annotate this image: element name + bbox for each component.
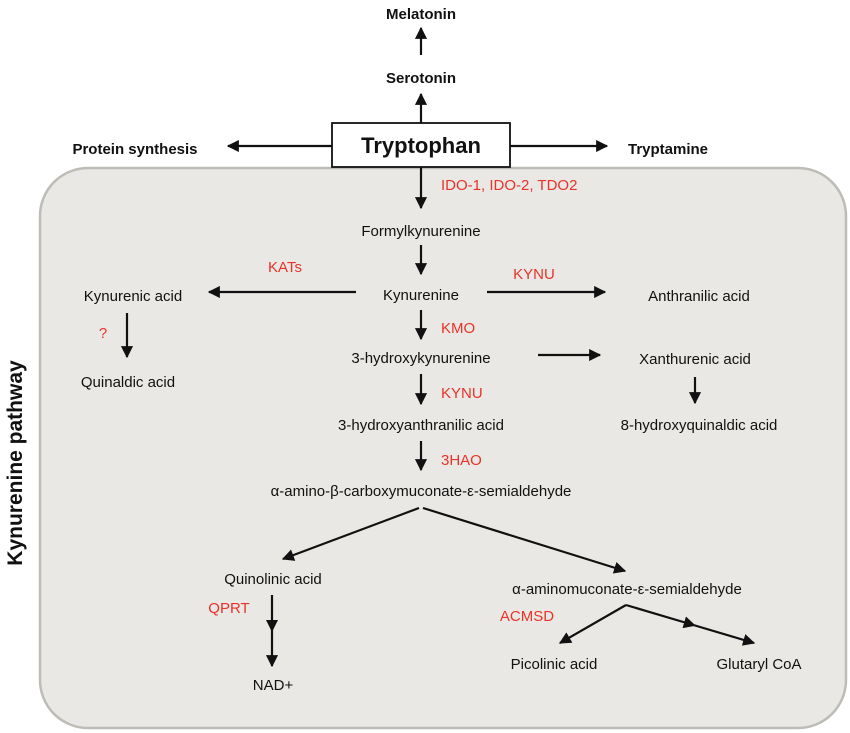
picolinic-acid-label: Picolinic acid <box>511 656 598 673</box>
qprt-enzyme-label: QPRT <box>208 600 249 617</box>
hydroxykynurenine-label: 3-hydroxykynurenine <box>351 350 490 367</box>
xanthurenic-acid-label: Xanthurenic acid <box>639 351 751 368</box>
kmo-enzyme-label: KMO <box>441 320 475 337</box>
anthranilic-acid-label: Anthranilic acid <box>648 288 750 305</box>
kynurenic-acid-label: Kynurenic acid <box>84 288 182 305</box>
3hao-enzyme-label: 3HAO <box>441 452 482 469</box>
formylkynurenine-label: Formylkynurenine <box>361 223 480 240</box>
glutaryl-coa-label: Glutaryl CoA <box>716 656 801 673</box>
ams-label: α-aminomuconate-ε-semialdehyde <box>512 581 742 598</box>
quinaldic-acid-label: Quinaldic acid <box>81 374 175 391</box>
kats-enzyme-label: KATs <box>268 259 302 276</box>
acmsd-enzyme-label: ACMSD <box>500 608 554 625</box>
arrow-acms-to-ams <box>422 506 627 574</box>
acms-label: α-amino-β-carboxymuconate-ε-semialdehyde <box>271 483 572 500</box>
tryptamine-label: Tryptamine <box>628 141 708 158</box>
kynurenine-pathway-panel <box>38 166 848 730</box>
kynurenine-label: Kynurenine <box>383 287 459 304</box>
tryptophan-label: Tryptophan <box>361 133 481 158</box>
protein-synthesis-label: Protein synthesis <box>72 141 197 158</box>
kynu-enzyme-label-1: KYNU <box>513 266 555 283</box>
hydroxyquinaldic-acid-label: 8-hydroxyquinaldic acid <box>621 417 778 434</box>
pathway-title: Kynurenine pathway <box>4 360 27 566</box>
unknown-enzyme-label: ? <box>99 325 107 342</box>
kynu-enzyme-label-2: KYNU <box>441 385 483 402</box>
hydroxyanthranilic-acid-label: 3-hydroxyanthranilic acid <box>338 417 504 434</box>
arrow-acms-to-quinolinic-acid <box>281 506 420 561</box>
nad-label: NAD+ <box>253 677 294 694</box>
melatonin-label: Melatonin <box>386 6 456 23</box>
serotonin-label: Serotonin <box>386 70 456 87</box>
arrow-ams-to-glutaryl-coa <box>625 603 756 646</box>
arrow-ams-to-picolinic-acid <box>558 604 627 644</box>
ido-tdo-enzyme-label: IDO-1, IDO-2, TDO2 <box>441 177 577 194</box>
quinolinic-acid-label: Quinolinic acid <box>224 571 322 588</box>
